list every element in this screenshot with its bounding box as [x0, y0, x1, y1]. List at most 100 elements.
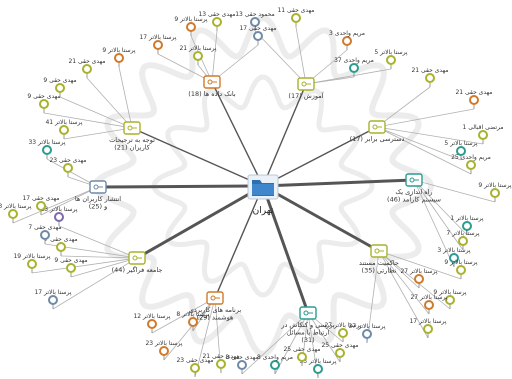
leaf-node[interactable]: مریم واحدی 8: [257, 354, 293, 374]
leaf-label: پرستا بالاتر 9: [444, 259, 478, 266]
leaf-edge: [86, 77, 133, 129]
leaf-node[interactable]: محمود حقی 13: [235, 11, 275, 31]
leaf-node[interactable]: مهدی حقی 11: [277, 7, 315, 27]
pin-icon: [237, 360, 247, 370]
leaf-node[interactable]: مریم واحدی 37: [334, 57, 374, 77]
leaf-edge: [254, 30, 307, 85]
leaf-node[interactable]: پرستا بالاتر 13: [40, 206, 78, 226]
leaf-label: مهدی حقی 8: [225, 354, 258, 361]
branch-edge: [262, 83, 307, 187]
branch-node[interactable]: جامعه فراگیر (44): [112, 251, 163, 274]
leaf-node[interactable]: پرستا بالاتر 41: [45, 119, 83, 139]
leaf-node[interactable]: پرستا بالاتر 33: [299, 358, 337, 378]
pin-icon: [342, 36, 352, 46]
leaf-node[interactable]: مهدی حقی 17: [22, 195, 60, 215]
leaf-node[interactable]: پرستا بالاتر 9: [444, 259, 478, 279]
leaf-node[interactable]: پرستا بالاتر 13: [0, 203, 32, 223]
pin-icon: [56, 242, 66, 252]
leaf-node[interactable]: پرستا بالاتر 3: [437, 247, 471, 267]
leaf-node[interactable]: مهدی حقی 7: [44, 236, 78, 256]
pin-icon: [338, 328, 348, 338]
leaf-node[interactable]: پرستا بالاتر 5: [444, 140, 478, 160]
branch-edge: [211, 81, 264, 187]
leaf-node[interactable]: مهدی حقی 9: [43, 77, 77, 97]
leaf-node[interactable]: پرستا بالاتر 27: [324, 322, 362, 342]
leaf-edge: [40, 186, 99, 216]
leaf-node[interactable]: مهدی حقی 21: [455, 89, 493, 109]
pin-icon: [186, 22, 196, 32]
leaf-edge: [118, 66, 133, 129]
leaf-node[interactable]: پرستا بالاتر 17: [34, 289, 72, 309]
leaf-label: مهدی حقی 23: [49, 157, 86, 164]
leaf-node[interactable]: مهدی حقی 23: [49, 157, 87, 177]
leaf-edge: [70, 257, 138, 278]
leaf-node[interactable]: پرستا بالاتر 9: [174, 16, 208, 36]
leaf-label: مریم واحدی 25: [451, 154, 491, 161]
leaf-node[interactable]: مهدی حقی 21: [202, 353, 240, 373]
leaf-node[interactable]: پرستا بالاتر 5: [374, 49, 408, 69]
leaf-node[interactable]: مهدی حقی 8: [225, 354, 259, 374]
branch-edge: [131, 127, 264, 187]
leaf-node[interactable]: پرستا بالاتر 12: [133, 313, 171, 333]
leaf-node[interactable]: مرتضی اقبالی 1: [462, 124, 504, 144]
pin-icon: [458, 236, 468, 246]
leaf-node[interactable]: مهدی حقی 7: [28, 224, 62, 244]
leaf-edge: [305, 68, 392, 85]
leaf-node[interactable]: مهدی حقی 25: [283, 346, 321, 366]
pin-icon: [147, 319, 157, 329]
leaf-node[interactable]: مهدی حقی 25: [321, 342, 359, 362]
pin-icon: [27, 259, 37, 269]
leaf-label: پرستا بالاتر 23: [145, 340, 182, 347]
leaf-node[interactable]: پرستا بالاتر 17: [139, 34, 177, 54]
leaf-node[interactable]: پرستا بالاتر 17: [409, 318, 447, 338]
pin-icon: [153, 40, 163, 50]
leaf-node[interactable]: پرستا بالاتر 9: [433, 289, 467, 309]
leaf-node[interactable]: مهدی حقی 23: [176, 357, 214, 377]
leaf-node[interactable]: پرستا بالاتر 21: [179, 45, 217, 65]
pin-icon: [55, 83, 65, 93]
leaf-edge: [307, 312, 341, 363]
leaf-node[interactable]: مهدی حقی 21: [68, 58, 106, 78]
leaf-node[interactable]: پرستا بالاتر 27: [410, 294, 448, 314]
leaf-node[interactable]: مهدی حقی 21: [411, 67, 449, 87]
leaf-node[interactable]: مریم واحدی 3: [329, 30, 365, 50]
branch-node[interactable]: دسترسی برابر (17): [350, 120, 405, 143]
leaf-node[interactable]: مهدی حقی 9: [27, 93, 61, 113]
pin-icon: [469, 95, 479, 105]
leaf-node[interactable]: پرستا بالاتر 19: [13, 253, 51, 273]
branch-edge: [97, 184, 264, 189]
leaf-label: مهدی حقی 21: [202, 353, 239, 360]
leaf-label: پرستا بالاتر 41: [45, 119, 82, 126]
branch-edge: [262, 178, 415, 188]
leaf-node[interactable]: مهدی حقی 17: [239, 25, 277, 45]
leaf-node[interactable]: پرستا بالاتر 9: [102, 47, 136, 67]
branch-label: جامعه فراگیر (44): [112, 266, 163, 274]
leaf-node[interactable]: مریم واحدی 25: [451, 154, 491, 174]
leaf-node[interactable]: پرستا بالاتر 1: [450, 215, 484, 235]
leaf-label: پرستا بالاتر 17: [409, 318, 446, 325]
leaf-node[interactable]: پرستا بالاتر 9: [478, 182, 512, 202]
leaf-edge: [376, 108, 475, 128]
leaf-node[interactable]: پرستا بالاتر 8: [176, 311, 210, 331]
leaf-label: مهدی حقی 7: [44, 236, 77, 243]
leaf-node[interactable]: پرستا بالاتر 27: [400, 268, 438, 288]
branch-node[interactable]: بانک داده ها (18): [188, 75, 236, 98]
leaf-node[interactable]: پرستا بالاتر 23: [145, 340, 183, 360]
leaf-label: مهدی حقی 13: [198, 11, 235, 18]
leaf-label: مهدی حقی 7: [28, 224, 61, 231]
leaf-node[interactable]: پرستا بالاتر 7: [446, 230, 480, 250]
branch-node[interactable]: آموزش (17): [288, 77, 325, 100]
leaf-node[interactable]: مهدی حقی 13: [198, 11, 236, 31]
leaf-node[interactable]: پرستا بالاتر 37: [348, 323, 386, 343]
leaf-node[interactable]: مهدی حقی 9: [54, 257, 88, 277]
center-node[interactable]: تهران: [247, 174, 279, 216]
leaf-node[interactable]: پرستا بالاتر 33: [28, 139, 66, 159]
